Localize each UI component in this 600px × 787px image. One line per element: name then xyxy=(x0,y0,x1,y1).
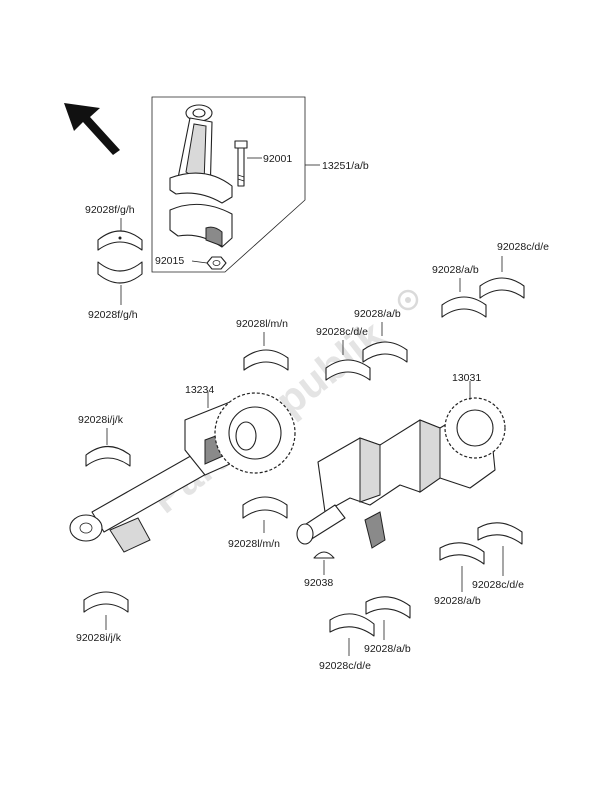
main-bearing-4-top xyxy=(479,277,525,299)
label-main-bearing-3-top: 92028/a/b xyxy=(432,264,479,276)
balancer-shaft xyxy=(69,392,296,553)
label-main-bearing-bottom-3: 92028/a/b xyxy=(434,595,481,607)
balancer-bearing-center-top xyxy=(243,349,289,371)
label-13031: 13031 xyxy=(452,372,481,384)
main-bearing-2-top xyxy=(362,341,408,363)
woodruff-key xyxy=(313,551,335,559)
conrod-nut xyxy=(206,256,227,270)
balancer-bearing-left-top xyxy=(85,445,131,467)
label-conrod-bearing-upper: 92028f/g/h xyxy=(85,204,135,216)
label-13251: 13251/a/b xyxy=(322,160,369,172)
balancer-bearing-left-bottom xyxy=(83,591,129,613)
label-balancer-bearing-left-top: 92028i/j/k xyxy=(78,414,124,426)
main-bearing-bottom-1 xyxy=(365,596,411,619)
label-main-bearing-4-top: 92028c/d/e xyxy=(497,241,549,253)
main-bearing-1-top xyxy=(325,359,371,381)
label-conrod-bearing-lower: 92028f/g/h xyxy=(88,309,138,321)
label-balancer-bearing-center-bottom: 92028l/m/n xyxy=(228,538,280,550)
label-main-bearing-bottom-4: 92028c/d/e xyxy=(472,579,524,591)
conrod-bolt xyxy=(234,140,248,187)
label-92015: 92015 xyxy=(155,255,184,267)
main-bearing-bottom-4 xyxy=(477,522,523,545)
label-main-bearing-1-top: 92028c/d/e xyxy=(316,326,368,338)
main-bearing-bottom-3 xyxy=(439,542,485,565)
label-13234: 13234 xyxy=(185,384,214,396)
label-main-bearing-bottom-1: 92028/a/b xyxy=(364,643,411,655)
watermark-gear-icon xyxy=(397,289,419,311)
label-main-bearing-bottom-2: 92028c/d/e xyxy=(319,660,371,672)
connecting-rod xyxy=(169,104,233,248)
conrod-assembly-box xyxy=(151,96,306,273)
main-bearing-bottom-2 xyxy=(329,613,375,637)
balancer-bearing-center-bottom xyxy=(242,496,288,519)
label-92038: 92038 xyxy=(304,577,333,589)
main-bearing-3-top xyxy=(441,296,487,318)
front-arrow-icon xyxy=(64,103,120,155)
label-main-bearing-2-top: 92028/a/b xyxy=(354,308,401,320)
label-balancer-bearing-left-bottom: 92028i/j/k xyxy=(76,632,122,644)
crankshaft xyxy=(296,397,506,549)
conrod-bearing-upper xyxy=(97,230,143,251)
label-balancer-bearing-center-top: 92028l/m/n xyxy=(236,318,288,330)
conrod-bearing-lower xyxy=(97,261,143,284)
label-92001: 92001 xyxy=(263,153,292,165)
